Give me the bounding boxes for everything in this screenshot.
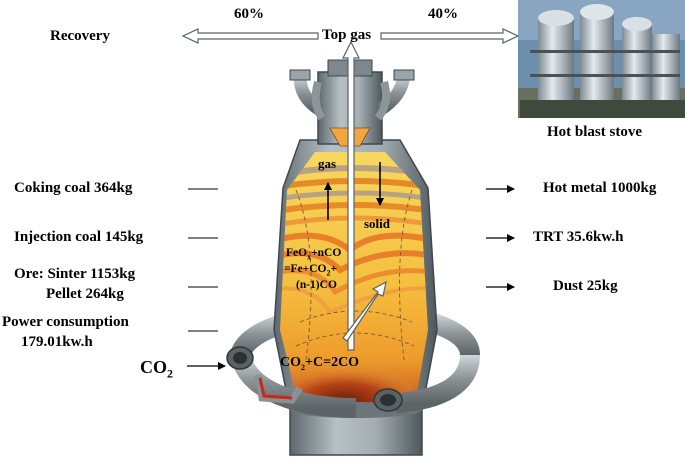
coking-coal-label: Coking coal 364kg [14,180,133,196]
gas-label: gas [318,156,337,171]
injection-coal-label: Injection coal 145kg [14,229,144,245]
ore-pellet-label: Pellet 264kg [46,286,124,302]
reaction-diagonal-arrow [342,280,387,342]
top-gas-label: Top gas [322,27,372,43]
share-left-label: 60% [234,6,264,22]
recovery-label: Recovery [50,28,110,44]
share-right-label: 40% [428,6,458,22]
power-consumption-label: Power consumption [2,314,129,330]
reduction-equation-line2: =Fe+CO2+ [284,263,338,278]
ore-sinter-label: Ore: Sinter 1153kg [14,266,136,282]
hot-blast-stove-photo [518,0,685,118]
hot-blast-stove-caption: Hot blast stove [547,124,642,140]
recovery-left-arrow [181,28,319,44]
trt-label: TRT 35.6kw.h [533,229,624,245]
top-gas-up-arrow [342,40,360,351]
co2-input-label: CO2 [140,357,173,381]
reduction-equation-line1: FeOx+nCO [286,247,342,262]
solid-label: solid [364,216,391,231]
power-consumption-value: 179.01kw.h [21,334,93,350]
stove-right-arrow [380,28,520,44]
hot-metal-label: Hot metal 1000kg [543,180,657,196]
reduction-equation-line3: (n-1)CO [296,279,337,291]
dust-label: Dust 25kg [553,278,618,294]
solution-loss-equation: CO2+C=2CO [280,355,360,372]
